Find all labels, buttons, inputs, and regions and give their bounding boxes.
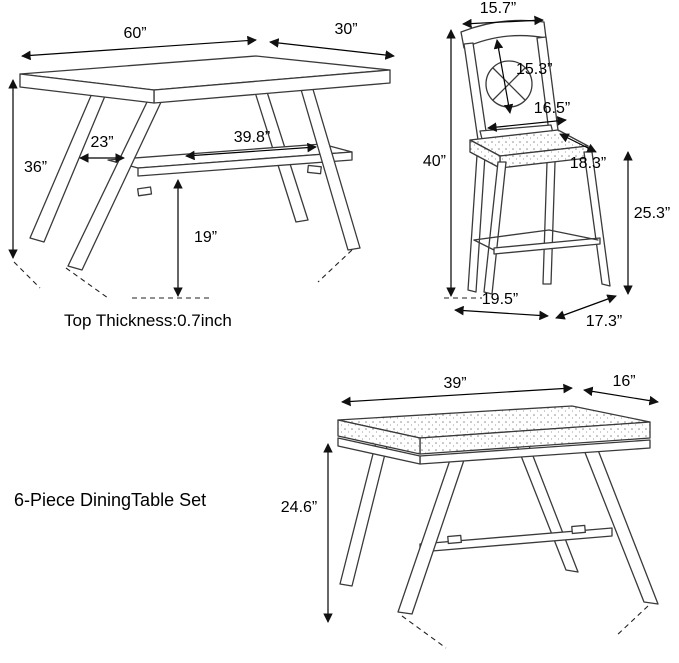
bench-diagram: 39” 16” 24.6” — [281, 373, 659, 649]
bench-depth-label: 16” — [612, 373, 635, 390]
chair-total-height-label: 40” — [423, 153, 446, 170]
dimension-arrow — [462, 15, 544, 29]
table-diagram: 60” 30” 36” 23” 39.8” 19” Top Thickness:… — [8, 21, 395, 330]
table-shelf-height-label: 19” — [194, 229, 217, 246]
table-top-left-edge — [19, 73, 155, 104]
chair-seat-depth-label: 18.3” — [570, 155, 606, 172]
dimension-arrow — [487, 116, 567, 132]
chair-stretcher — [493, 237, 601, 255]
bench-cushion-edge — [337, 419, 421, 455]
chair-base-depth-label: 17.3” — [586, 313, 622, 330]
chair-leg — [467, 139, 487, 293]
dashed-extension — [13, 261, 41, 289]
bench-length-dimension: 39” — [341, 375, 573, 407]
chair-total-height-dimension: 40” — [423, 29, 456, 297]
bracket-detail — [447, 524, 586, 545]
table-width-dimension: 60” — [21, 25, 257, 61]
chair-back-height-dimension: 15.3” — [493, 39, 552, 114]
chair-top-width-dimension: 15.7” — [462, 0, 544, 29]
table-height-label: 36” — [24, 159, 47, 176]
table-leg-spacing-label: 23” — [90, 134, 113, 151]
chair-back-stile — [536, 36, 559, 133]
table-shelf-length-label: 39.8” — [234, 129, 270, 146]
dimension-arrow — [559, 133, 597, 153]
dashed-extension — [65, 267, 109, 299]
table-depth-dimension: 30” — [269, 21, 395, 60]
dimension-arrow — [341, 383, 573, 407]
bench-depth-dimension: 16” — [583, 373, 659, 406]
bench-leg — [513, 437, 579, 573]
dimension-arrow — [583, 386, 659, 406]
bracket-detail — [136, 164, 322, 197]
top-thickness-note: Top Thickness:0.7inch — [64, 311, 232, 330]
chair-back-stile — [463, 42, 488, 141]
chair-base-width-label: 19.5” — [482, 291, 518, 308]
dimension-arrow — [454, 305, 549, 321]
chair-seat-depth-dimension: 18.3” — [559, 133, 606, 172]
chair-base-depth-dimension: 17.3” — [555, 294, 622, 330]
chair-back-height-label: 15.3” — [516, 61, 552, 78]
chair-leg — [583, 151, 611, 287]
bench-height-label: 24.6” — [281, 499, 317, 516]
dimension-arrow — [269, 38, 395, 60]
table-shelf-height-dimension: 19” — [173, 179, 217, 297]
chair-stretcher — [548, 229, 599, 241]
chair-seat-width-dimension: 16.5” — [487, 100, 570, 132]
dimension-arrow — [555, 294, 617, 320]
dimension-arrow — [493, 39, 514, 114]
bench-length-label: 39” — [443, 375, 466, 392]
dimension-arrow — [185, 142, 317, 161]
chair-seat-height-label: 25.3” — [634, 205, 670, 222]
chair-seat-height-dimension: 25.3” — [623, 151, 670, 295]
table-leg-spacing-dimension: 23” — [79, 134, 125, 163]
chair-diagram: 15.7” 15.3” 16.5” 18.3” 40” 25.3” 19.5” — [423, 0, 670, 330]
table-height-dimension: 36” — [8, 79, 47, 259]
table-shelf-length-dimension: 39.8” — [185, 129, 317, 161]
chair-leg — [483, 161, 507, 295]
chair-base-width-dimension: 19.5” — [454, 291, 549, 321]
chair-top-width-label: 15.7” — [480, 0, 516, 17]
table-depth-label: 30” — [334, 21, 357, 38]
dashed-extension — [317, 249, 353, 283]
bench-leg — [583, 449, 659, 605]
dashed-extension — [401, 615, 447, 649]
bench-height-dimension: 24.6” — [281, 443, 333, 623]
chair-seat-width-label: 16.5” — [534, 100, 570, 117]
dimension-arrow — [21, 35, 257, 61]
bench-leg — [339, 441, 389, 587]
bench-apron — [337, 437, 421, 465]
set-title: 6-Piece DiningTable Set — [14, 490, 206, 510]
dashed-extension — [615, 605, 649, 637]
table-width-label: 60” — [123, 25, 146, 42]
chair-stretcher — [473, 229, 550, 241]
chair-stretcher — [473, 239, 495, 251]
